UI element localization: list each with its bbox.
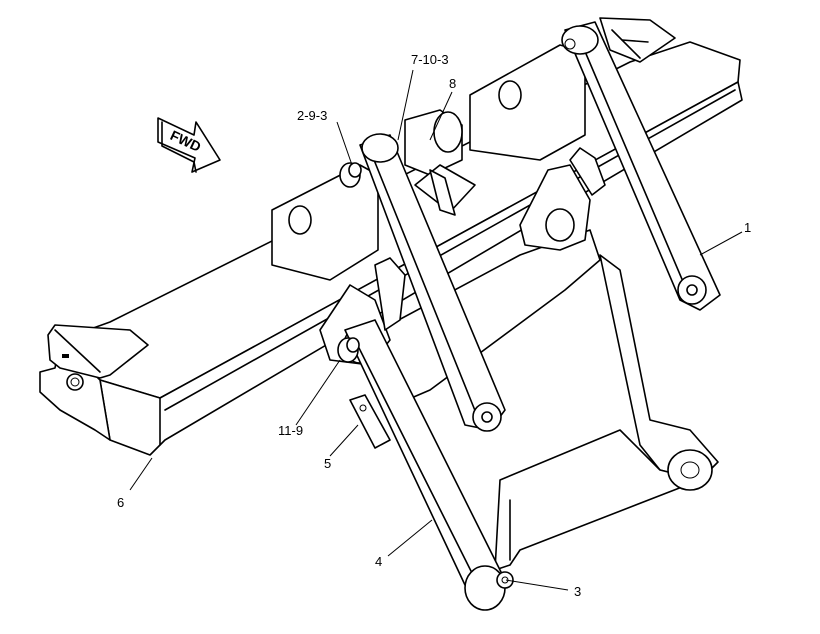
callout-11-9: 11-9 bbox=[278, 423, 303, 438]
callout-8: 8 bbox=[449, 76, 456, 91]
right-lift-plate bbox=[519, 147, 606, 251]
right-upper-link bbox=[561, 21, 721, 311]
pin-2-9-3 bbox=[339, 162, 362, 188]
fwd-arrow-icon: FWD bbox=[157, 117, 221, 173]
lower-link bbox=[344, 319, 514, 611]
bracket-5 bbox=[349, 394, 391, 449]
leader-lines bbox=[129, 69, 743, 591]
callout-7-10-3: 7-10-3 bbox=[411, 52, 449, 67]
callout-2-9-3: 2-9-3 bbox=[297, 108, 327, 123]
callout-6: 6 bbox=[117, 495, 124, 510]
center-shaft bbox=[404, 109, 476, 216]
callout-5: 5 bbox=[324, 456, 331, 471]
callout-1: 1 bbox=[744, 220, 751, 235]
callout-4: 4 bbox=[375, 554, 382, 569]
right-bracket bbox=[469, 44, 586, 161]
left-upper-link bbox=[359, 133, 506, 432]
pin-11-9 bbox=[337, 337, 360, 363]
lower-frame bbox=[379, 229, 719, 571]
callout-3: 3 bbox=[574, 584, 581, 599]
